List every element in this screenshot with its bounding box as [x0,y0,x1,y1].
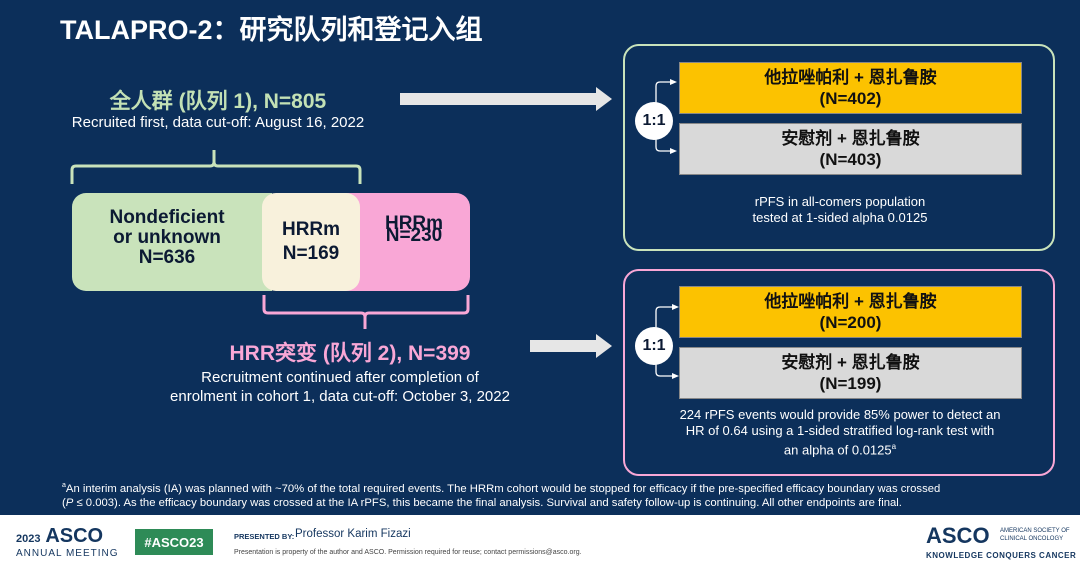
talazoparib-arm: 他拉唑帕利 + 恩扎鲁胺 (N=200) [679,286,1022,338]
hrrm-pink-n: N=230 [385,225,443,246]
panel-note: rPFS in all-comers population tested at … [645,194,1035,226]
placebo-arm: 安慰剂 + 恩扎鲁胺 (N=403) [679,123,1022,175]
placebo-arm: 安慰剂 + 恩扎鲁胺 (N=199) [679,347,1022,399]
diagram-connectors [70,79,679,379]
hrrm-cream-n: N=169 [282,243,340,264]
nondeficient-label-2: or unknown [113,227,221,248]
tagline: KNOWLEDGE CONQUERS CANCER [926,551,1077,560]
panel-note: 224 rPFS events would provide 85% power … [645,407,1035,458]
cohort2-subtitle-line1: Recruitment continued after completion o… [201,369,479,386]
bottom-fork [655,306,674,377]
footnote-line1: aAn interim analysis (IA) was planned wi… [62,482,941,495]
nondeficient-label-1: Nondeficient [109,207,225,228]
asco-logo: ASCO [926,523,990,548]
cohort1-subtitle: Recruited first, data cut-off: August 16… [71,114,365,131]
cohort1-bracket [70,150,362,184]
cohort1-arrow [400,87,612,111]
cohort2-arrow [530,334,612,358]
presented-by-label: PRESENTED BY: [234,532,295,541]
ratio-badge: 1:1 [635,102,673,140]
footnote: aAn interim analysis (IA) was planned wi… [62,479,1012,510]
footer: 2023 ASCO ANNUAL MEETING #ASCO23 PRESENT… [0,515,1080,565]
cohort2-subtitle: Recruitment continued after completion o… [150,368,530,406]
ratio-badge: 1:1 [635,327,673,365]
meeting-label: ANNUAL MEETING [16,548,119,559]
nondeficient-group: Nondeficient or unknown N=636 [72,193,272,291]
property-note: Presentation is property of the author a… [234,549,582,556]
panel-note-line1: 224 rPFS events would provide 85% power … [679,407,1001,422]
hrrm-pink-label: HRRm [384,213,444,234]
arm-n: (N=403) [819,150,882,169]
nondeficient-n: N=636 [138,247,196,268]
cohort2-bracket [262,295,470,329]
arm-label: 他拉唑帕利 + 恩扎鲁胺 [764,292,937,311]
slide-title: TALAPRO-2：研究队列和登记入组 [60,15,483,45]
arm-n: (N=200) [819,313,882,332]
cohort2-subtitle-line2: enrolment in cohort 1, data cut-off: Oct… [170,388,510,405]
arm-n: (N=402) [819,89,882,108]
meeting-logo: 2023 ASCO [16,525,104,547]
arm-label: 他拉唑帕利 + 恩扎鲁胺 [764,68,937,87]
arm-n: (N=199) [819,374,882,393]
panel-note-line1: rPFS in all-comers population [754,194,926,209]
talazoparib-arm: 他拉唑帕利 + 恩扎鲁胺 (N=402) [679,62,1022,114]
hrrm-overlap-group: HRRm N=169 [262,193,360,291]
cohort2-randomization-panel: 1:1 他拉唑帕利 + 恩扎鲁胺 (N=200) 安慰剂 + 恩扎鲁胺 (N=1… [623,269,1055,476]
footnote-line2: (P ≤ 0.003). As the efficacy boundary wa… [62,496,902,509]
slide: TALAPRO-2：研究队列和登记入组 全人群 (队列 1), N=805 Re… [0,0,1080,515]
cohort2-title: HRR突变 (队列 2), N=399 [229,342,471,365]
cohort1-title: 全人群 (队列 1), N=805 [109,90,327,113]
hashtag-badge: #ASCO23 [135,529,213,555]
cohort1-randomization-panel: 1:1 他拉唑帕利 + 恩扎鲁胺 (N=402) 安慰剂 + 恩扎鲁胺 (N=4… [623,44,1055,251]
society-name: AMERICAN SOCIETY OF CLINICAL ONCOLOGY [1000,528,1070,542]
top-fork [655,81,672,152]
arm-label: 安慰剂 + 恩扎鲁胺 [781,353,920,372]
hrrm-cream-label: HRRm [281,219,341,240]
panel-note-line3: an alpha of 0.0125a [783,442,897,458]
arm-label: 安慰剂 + 恩扎鲁胺 [781,129,920,148]
presenter-name: Professor Karim Fizazi [295,528,411,540]
panel-note-line2: HR of 0.64 using a 1-sided stratified lo… [685,423,995,438]
panel-note-line2: tested at 1-sided alpha 0.0125 [752,210,928,225]
